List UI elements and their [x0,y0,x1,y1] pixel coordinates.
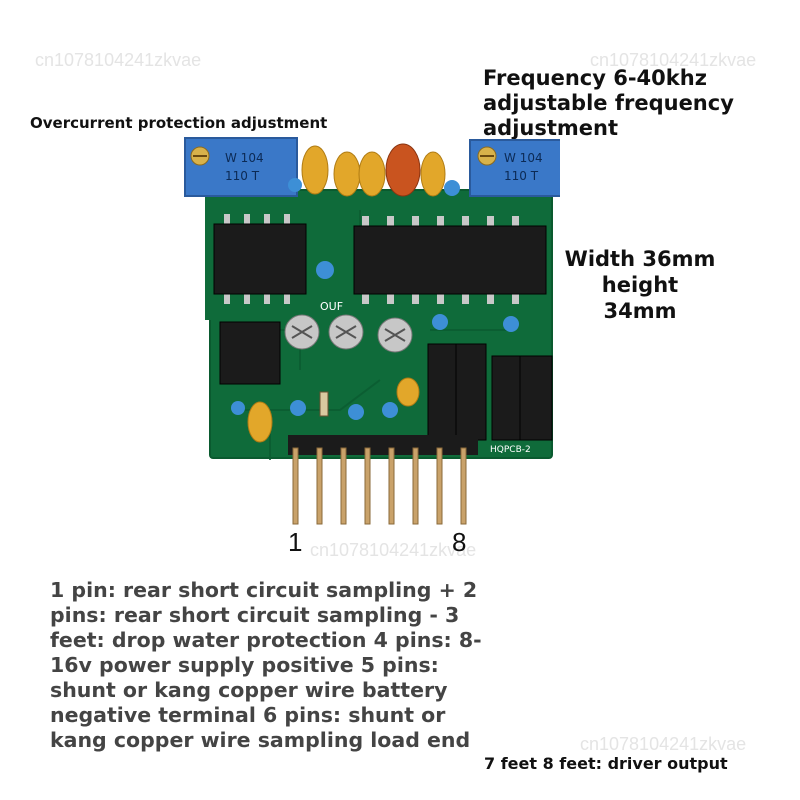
watermark: cn1078104241zkvae [590,50,757,70]
ceramic-capacitor [396,377,420,407]
ceramic-capacitor [301,145,329,195]
dimensions-label-line: 34mm [603,299,677,323]
potentiometer-right: W 104 110 T [469,139,560,197]
small-blue-capacitor [503,316,519,332]
ic-chip-right [353,216,547,304]
small-blue-capacitor [444,180,460,196]
small-blue-capacitor [432,314,448,330]
watermark: cn1078104241zkvae [35,50,202,70]
pot-marking: 110 T [225,169,260,183]
pin-label-last: 8 [452,527,467,557]
electrolytic-capacitor [328,314,364,350]
pcb-board-image: W 104 110 T W 104 110 T [184,137,560,525]
small-blue-capacitor [288,178,302,192]
ceramic-capacitor [333,151,361,197]
overcurrent-label: Overcurrent protection adjustment [30,114,328,132]
frequency-label: Frequency 6-40khz adjustable frequency a… [483,66,783,141]
silkscreen-label: OUF [320,300,343,313]
dimensions-label-line: height [601,273,679,297]
ic-chip-left [213,214,307,304]
frequency-label-line: Frequency 6-40khz [483,66,707,90]
resistor [319,391,329,417]
transistor-group [427,343,553,441]
electrolytic-capacitor [284,314,320,350]
frequency-label-line: adjustable frequency [483,91,734,115]
frequency-label-line: adjustment [483,116,619,140]
pin-header-housing [288,435,478,455]
watermark: cn1078104241zkvae [580,734,747,754]
pin-label-first: 1 [288,527,303,557]
optocoupler-chip [219,321,281,385]
header-pins [292,447,467,525]
small-blue-capacitor [231,401,245,415]
silkscreen-label: HQPCB-2 [490,445,531,455]
dimensions-label: Width 36mm height 34mm [560,246,720,324]
ceramic-capacitor [358,151,386,197]
small-blue-capacitor [348,404,364,420]
driver-output-label: 7 feet 8 feet: driver output [484,754,728,773]
small-blue-capacitor [316,261,334,279]
watermark: cn1078104241zkvae [310,540,477,560]
pot-marking: W 104 [225,151,264,165]
electrolytic-capacitor [377,317,413,353]
pot-marking: 110 T [504,169,539,183]
pot-marking: W 104 [504,151,543,165]
ceramic-capacitor [420,151,446,197]
ceramic-capacitor [247,401,273,443]
potentiometer-left: W 104 110 T [184,137,298,197]
pin-description-text: 1 pin: rear short circuit sampling + 2 p… [50,578,482,752]
dimensions-label-line: Width 36mm [564,247,716,271]
small-blue-capacitor [290,400,306,416]
small-blue-capacitor [382,402,398,418]
film-capacitor [385,143,421,197]
